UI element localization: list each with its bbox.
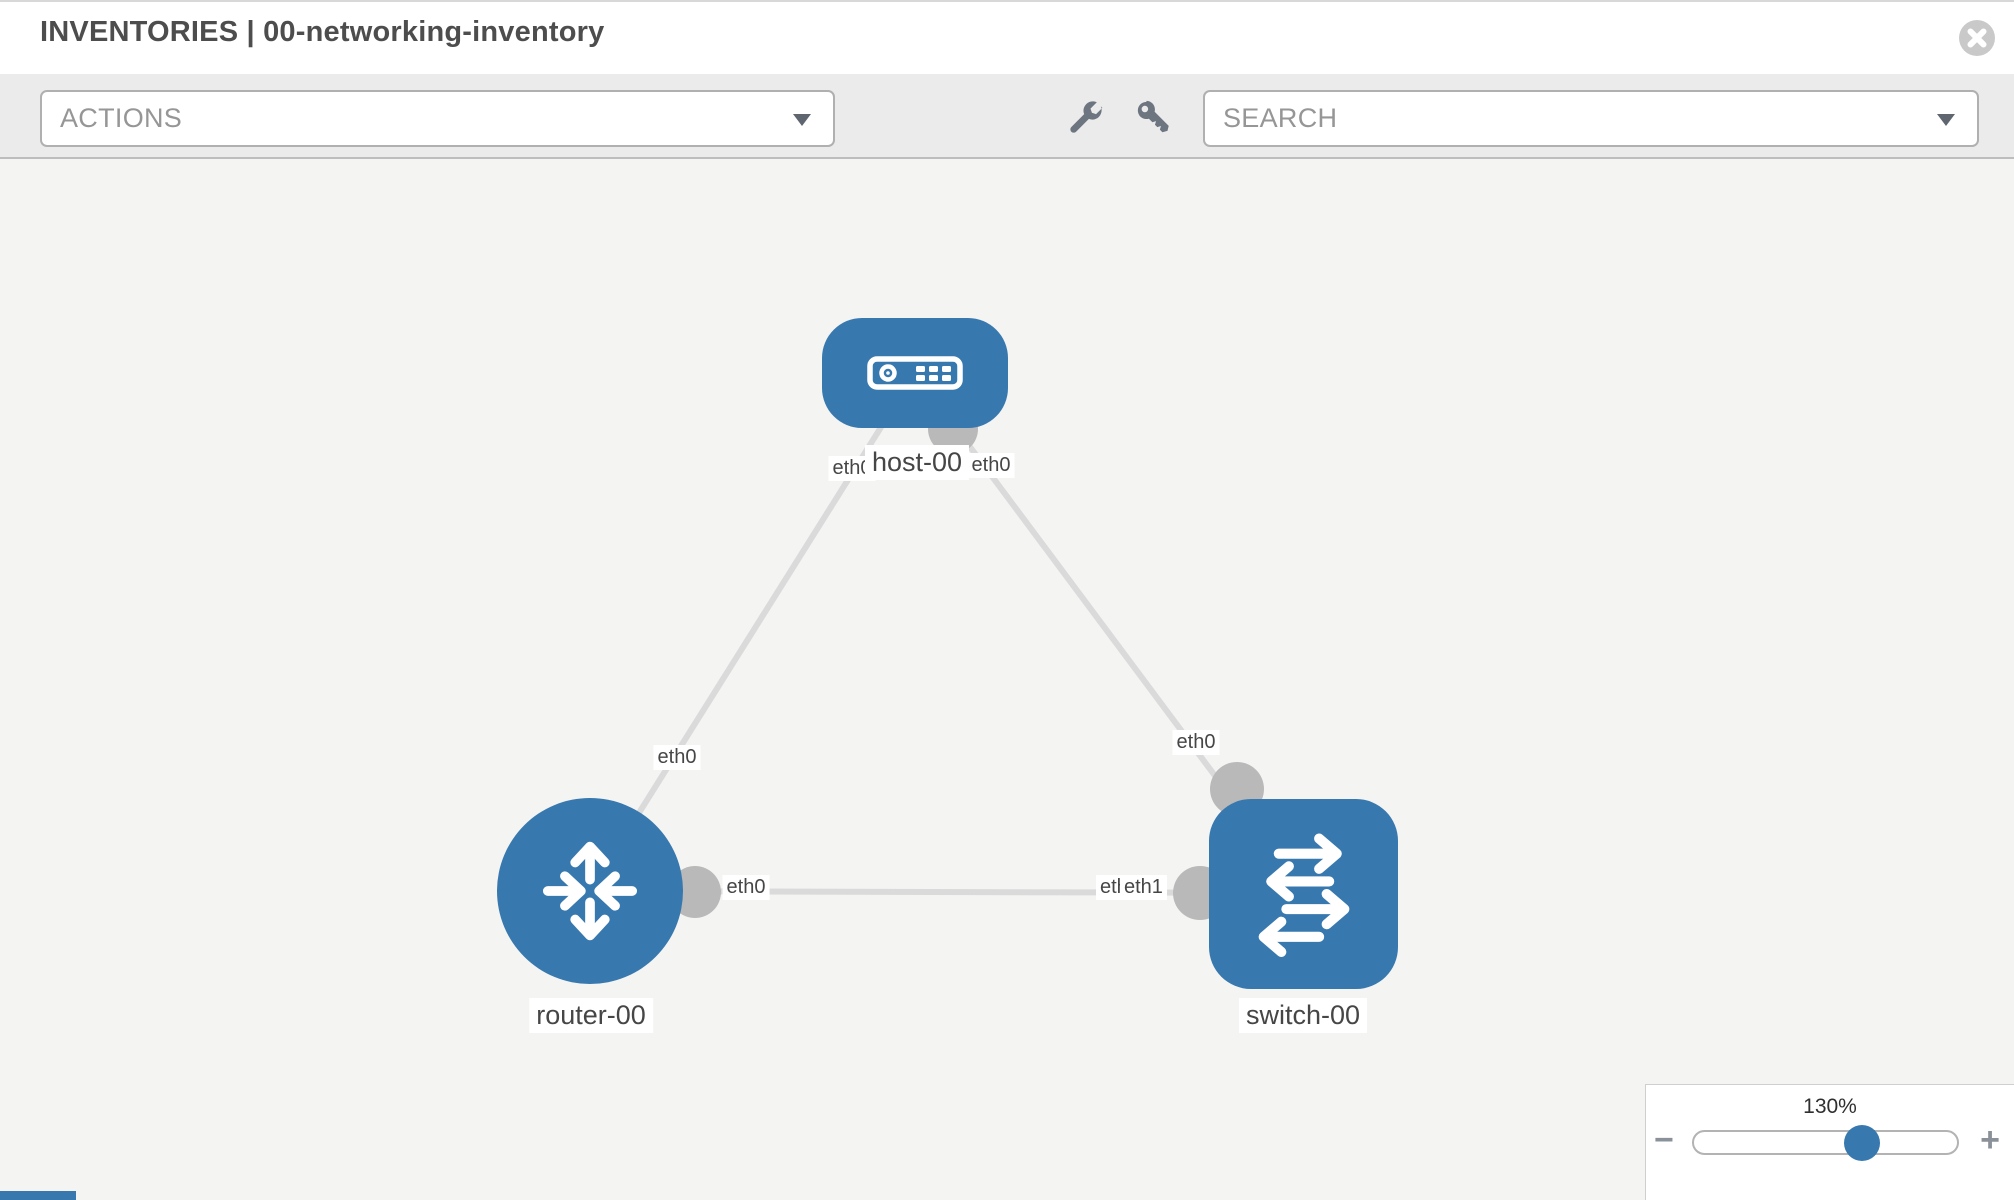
zoom-in-button[interactable]: + (1980, 1121, 2000, 1159)
iface-label-host-router-router-end: eth0 (653, 745, 701, 770)
zoom-level-value: 130% (1803, 1095, 1857, 1118)
iface-label-host-switch-switch-end: eth0 (1172, 730, 1220, 755)
credentials-tool-button[interactable] (1132, 96, 1176, 140)
zoom-slider-row: − + (1646, 1121, 2014, 1161)
node-label-host-00: host-00 (864, 445, 970, 480)
iface-label-router-switch-router-end: eth0 (722, 875, 770, 900)
configure-tool-button[interactable] (1062, 96, 1106, 140)
zoom-slider-thumb[interactable] (1844, 1124, 1881, 1161)
close-icon (1959, 20, 1995, 56)
footer-fragment (0, 1191, 76, 1200)
page-title: INVENTORIES | 00-networking-inventory (40, 16, 605, 48)
key-icon (1137, 100, 1169, 132)
switch-icon (1258, 833, 1349, 957)
node-switch-00[interactable] (1209, 799, 1398, 989)
zoom-slider-track[interactable] (1692, 1124, 1959, 1161)
iface-label-router-switch-switch-end: eth1 (1120, 875, 1167, 900)
topology-link-layer (587, 371, 1306, 920)
header: INVENTORIES | 00-networking-inventory (0, 2, 2014, 74)
iface-label-host-switch-host-end: eth0 (967, 453, 1015, 478)
chevron-down-icon (793, 113, 811, 126)
node-host-00[interactable] (822, 318, 1008, 428)
node-router-00[interactable] (497, 798, 683, 984)
actions-dropdown[interactable]: ACTIONS (40, 90, 835, 147)
host-icon (867, 356, 963, 390)
wrench-icon (1070, 100, 1103, 133)
close-button[interactable] (1958, 19, 1996, 57)
zoom-control-panel: 130% − + (1645, 1084, 2014, 1200)
node-label-switch-00: switch-00 (1238, 998, 1368, 1033)
search-dropdown-label: SEARCH (1223, 103, 1338, 133)
toolbar: ACTIONS SEARCH (0, 74, 2014, 159)
topology-canvas[interactable]: eth0 host-00 eth0 eth0 eth0 eth0 eth0 et… (0, 159, 2014, 1200)
zoom-out-button[interactable]: − (1654, 1121, 1674, 1159)
chevron-down-icon (1937, 113, 1955, 126)
actions-dropdown-label: ACTIONS (60, 103, 183, 133)
search-dropdown[interactable]: SEARCH (1203, 90, 1979, 147)
node-label-router-00: router-00 (529, 998, 653, 1033)
router-icon (542, 841, 638, 941)
